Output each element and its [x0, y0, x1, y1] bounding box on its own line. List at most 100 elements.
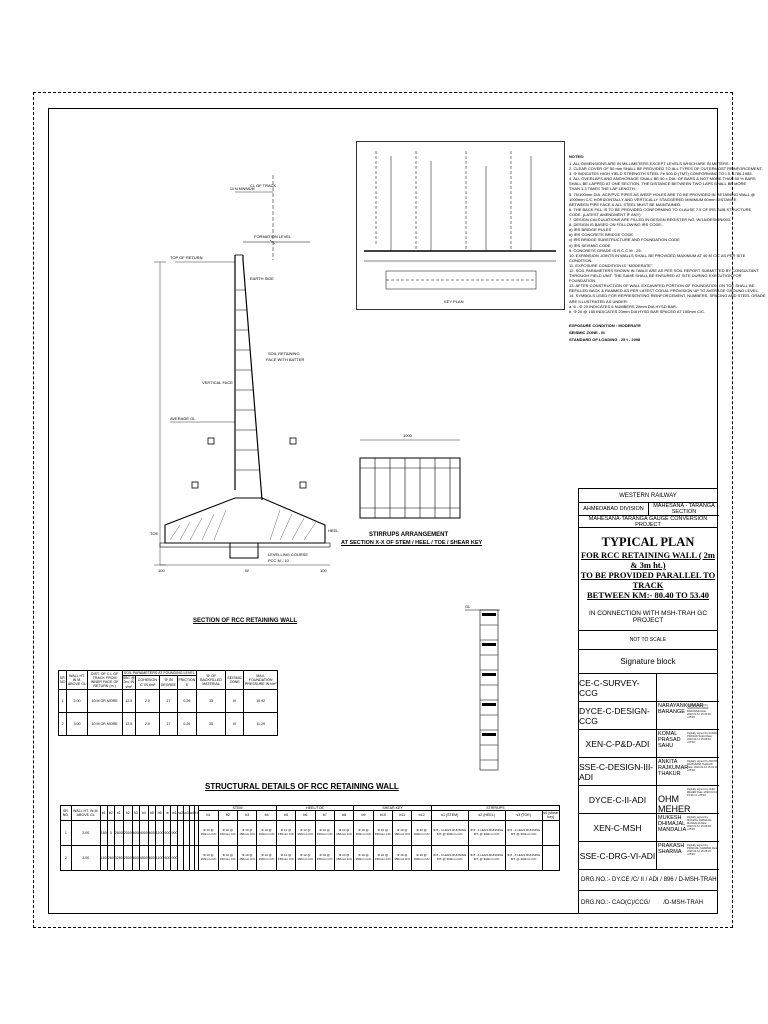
signatory-role: SSE-C-DESIGN-III-ADI	[579, 758, 657, 786]
railway-name: WESTERN RAILWAY	[579, 489, 717, 503]
digital-signature-text: Digitally signed by ANKITA RAJKUMAR THAK…	[687, 760, 718, 772]
table-header-cell: w	[163, 805, 172, 821]
soil-retaining-label: SOIL RETAINING	[268, 351, 300, 356]
digital-signature-text: Digitally signed by PRAKASH SHARMA Date:…	[687, 844, 718, 856]
table-header-cell: WALL HT. IN M. ABOVE GL	[70, 805, 101, 821]
note-line: CONDITION.	[569, 257, 593, 263]
dim-100-right: 100	[320, 568, 327, 573]
title-line-1: FOR RCC RETAINING WALL ( 2m & 3m ht.)	[580, 550, 716, 570]
digital-signature-text: Digitally signed by NARAYANKUMAR BARANGE…	[687, 704, 711, 719]
table-header-cell: WALL HT. IN M. ABOVE GL	[66, 670, 88, 690]
table-header-cell: SR. NO.	[60, 805, 72, 821]
table-cell: 12.5	[121, 711, 136, 736]
earth-side-label: EARTH SIDE	[250, 276, 274, 281]
note-line: 4. ALL OVERLAPS AND ANCHORAGE SHALL BE 5…	[569, 176, 756, 182]
table-header-cell: b10	[372, 810, 394, 821]
table-cell: 10 M OR MORE	[86, 688, 123, 713]
loading-standard: STANDARD OF LOADING - 25 t - 2008	[569, 336, 641, 342]
table-header-cell: b2	[106, 805, 115, 821]
seismic-zone: SEISMIC ZONE - III	[569, 329, 605, 335]
table-header-cell: h4	[138, 805, 149, 821]
dim-100-left: 100	[158, 568, 165, 573]
toe-label: TOE	[150, 531, 158, 536]
signatory-role: DYCE-C-DESIGN-CCG	[579, 702, 657, 730]
section-name: MAHESANA - TARANGA SECTION	[649, 503, 719, 516]
signatory-name: PRAKASH SHARMA	[658, 843, 685, 855]
table-cell: Φ 8 - 4 LEGS RUNNING MT. @ 300mm C/C	[430, 844, 469, 871]
table-cell: 2.00	[66, 688, 88, 713]
table-header-cell: SBC @ 2m. IN t/m²	[121, 675, 136, 690]
table-cell: 2600	[113, 819, 124, 846]
table-cell: Φ 10 @ 150mm C/C	[256, 819, 277, 846]
table-header-cell: DIST. OF C.L OF TRACK FROM INNER FACE OF…	[86, 670, 123, 690]
note-line: 13. AFTER CONSTRUCTION OF WALL EXCAVATED…	[569, 283, 755, 289]
table-header-cell: SEISMIC ZONE	[225, 670, 245, 690]
note-line: 1000mm C/C HORIZONTALLY AND VERTICALLY S…	[569, 196, 737, 202]
pcc-label: PCC M - 10	[268, 558, 290, 563]
table-cell: 3.00	[70, 844, 101, 871]
table-header-cell: b3	[237, 810, 258, 821]
scale-note: NOT TO SCALE	[579, 631, 717, 650]
table-cell: 4000	[138, 819, 149, 846]
table-header-cell: s3 (TOE)	[504, 810, 543, 821]
table-header-cell: b1	[198, 810, 219, 821]
table-header-cell: b8	[333, 810, 355, 821]
table-header-cell: h6	[154, 805, 165, 821]
table-cell: 17	[158, 711, 178, 736]
table-header-cell: b11	[392, 810, 413, 821]
table-header-cell: COHESION 'C' IN t/m²	[134, 675, 160, 690]
table-cell: 2.00	[70, 819, 101, 846]
table-cell: 3250	[113, 844, 124, 871]
table-cell	[541, 819, 561, 846]
bore-log-drawing: GL	[465, 604, 500, 771]
table-cell: 10 M OR MORE	[86, 711, 123, 736]
notes-block: NOTES: 1. ALL DIMENSIONS ARE IN MILLIMET…	[569, 154, 765, 342]
retaining-wall-section-drawing: CL OF TRACK 10 M MINIMUM FORMATION LEVEL…	[150, 175, 339, 573]
note-line: ARE ILLUSTRATED AS UNDER:	[569, 298, 628, 304]
table-cell: 0.26	[176, 711, 197, 736]
table-cell: 17	[158, 688, 178, 713]
vertical-face-label: VERTICAL FACE	[202, 380, 233, 385]
project-name: MAHESANA-TARANGA GAUGE CONVERSION PROJEC…	[579, 516, 717, 528]
table-header-cell: 'Φ' OF BACKFILLED MATERIAL	[195, 670, 227, 690]
drawing-number: DRG.NO.:- DY.CE /C/ II / ADI / 896 / D-M…	[579, 869, 717, 891]
table-header-cell: b4	[256, 810, 277, 821]
notes-heading: NOTES:	[569, 154, 585, 159]
table-cell: 600	[131, 844, 140, 871]
table-cell: 160	[99, 819, 108, 846]
table-cell: 600	[163, 844, 172, 871]
table-cell: Φ 10 @ 150mm C/C	[411, 844, 432, 871]
table-header-cell: b1	[99, 805, 108, 821]
note-line: CODE. (LATEST AMENDMENT IF ANY)	[569, 211, 641, 217]
table-header-cell: MAX. FOUNDATION PRESSURE IN t/m²	[243, 670, 278, 690]
title-line-2: TO BE PROVIDED PARALLEL TO TRACK	[580, 570, 716, 590]
note-line: 12. SOIL PARAMETERS SHOWN IN TABLE ARE A…	[569, 267, 759, 273]
table-cell: Φ 10 @ 150mm C/C	[314, 844, 335, 871]
table-cell	[541, 844, 561, 871]
table-header-cell: s1 (STEM)	[430, 810, 469, 821]
table-cell: 35	[195, 688, 227, 713]
key-plan-drawing: KEY PLAN	[356, 141, 565, 310]
table-header-cell: 'Φ' IN DEGREE	[158, 675, 178, 690]
table-header-cell: s4 (shear key)	[541, 810, 561, 821]
table-cell: Φ 10 @ 150mm C/C	[333, 819, 355, 846]
table-cell: Φ 8 - 4 LEGS RUNNING MT. @ 300mm C/C	[467, 844, 506, 871]
table-cell: 2.0	[134, 688, 160, 713]
table-cell: Φ 12 @ 150mm C/C	[275, 819, 297, 846]
note-line: 5. 75/100mm DIA. ACP/PVC PIPES AS WEEP H…	[569, 191, 755, 197]
signatory-role: SSE-C-DRG-VI-ADI	[579, 842, 657, 870]
signatory-name: KOMAL PRASAD SAHU	[658, 731, 681, 749]
note-line: SHALL BE LAPPED AT ONE SECTION. THE DIST…	[569, 181, 747, 187]
note-line: THROUGH FIELD UNIT. THE SAME SHALL BE EN…	[569, 273, 742, 279]
